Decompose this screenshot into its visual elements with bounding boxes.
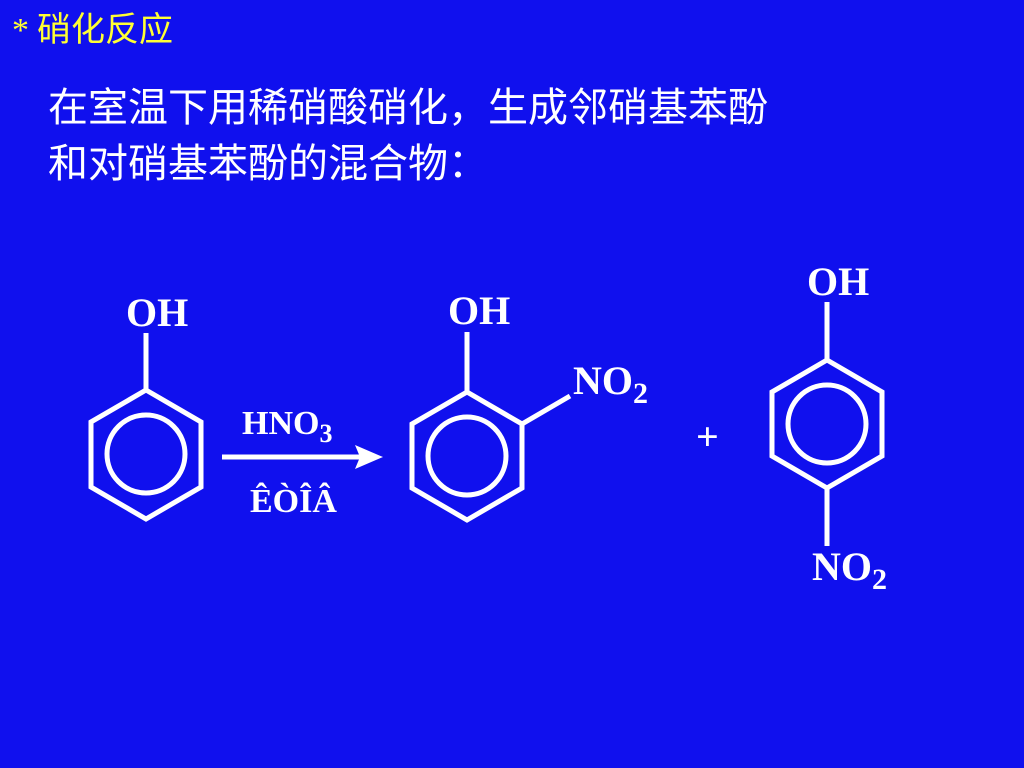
ortho-nitro-formula: NO xyxy=(573,358,633,403)
para-nitro-formula: NO xyxy=(812,544,872,589)
ortho-nitro-label: NO2 xyxy=(573,358,648,410)
reagent-formula: HNO xyxy=(242,405,319,442)
para-nitro-label: NO2 xyxy=(812,544,887,596)
phenol-ring xyxy=(88,387,204,522)
description-paragraph: 在室温下用稀硝酸硝化，生成邻硝基苯酚 和对硝基苯酚的混合物： xyxy=(48,80,988,192)
paragraph-line-2: 和对硝基苯酚的混合物： xyxy=(48,141,488,187)
para-aromatic-circle xyxy=(785,382,869,466)
para-oh-label: OH xyxy=(807,259,869,304)
paragraph-line-1: 在室温下用稀硝酸硝化，生成邻硝基苯酚 xyxy=(48,85,768,131)
ortho-oh-label: OH xyxy=(448,288,510,333)
phenol-oh-label: OH xyxy=(126,290,188,335)
ortho-nitrophenol-molecule xyxy=(409,332,572,523)
para-nitro-subscript: 2 xyxy=(872,563,887,596)
ortho-nitro-subscript: 2 xyxy=(633,377,648,410)
ortho-nitro-bond xyxy=(520,393,572,427)
bullet-star: * xyxy=(12,12,29,49)
plus-sign: + xyxy=(696,414,719,459)
reagent-subscript: 3 xyxy=(319,419,332,448)
reaction-condition-label: ÊÒÎÂ xyxy=(250,482,337,520)
reagent-label: HNO3 xyxy=(242,405,332,448)
ortho-aromatic-circle xyxy=(425,414,509,498)
phenol-aromatic-circle xyxy=(104,412,188,496)
para-nitrophenol-molecule xyxy=(769,302,885,546)
slide-heading: *硝化反应 xyxy=(12,10,173,51)
reaction-arrow xyxy=(222,445,383,469)
heading-text: 硝化反应 xyxy=(37,10,173,50)
phenol-molecule xyxy=(88,333,204,522)
